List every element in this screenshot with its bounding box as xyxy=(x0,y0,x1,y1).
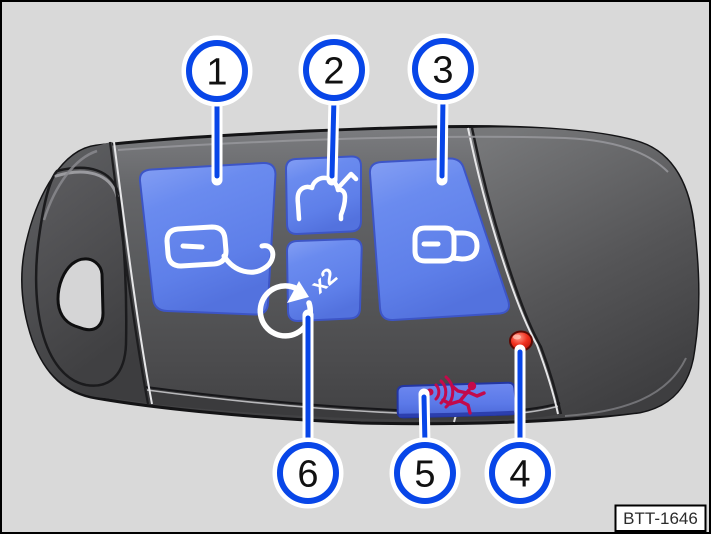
callout-1: 1 xyxy=(181,35,253,107)
callout-2: 2 xyxy=(298,34,370,106)
left-seam-light xyxy=(113,141,153,405)
bottom-right-highlight xyxy=(564,357,687,417)
left-edge-highlight xyxy=(42,149,98,221)
callout-6-number: 6 xyxy=(297,454,318,496)
key-ring-hole xyxy=(56,257,105,332)
tailgate-open-icon xyxy=(295,171,359,222)
callout-lines xyxy=(211,92,526,450)
right-seam-dark xyxy=(470,127,563,415)
leader-line-2 xyxy=(329,95,337,179)
tailgate-release-button xyxy=(284,155,362,236)
figure-id-label: BTT-1646 xyxy=(614,504,707,532)
unlock-button xyxy=(138,161,277,316)
callout-5-number: 5 xyxy=(414,454,435,496)
callout-3: 3 xyxy=(407,33,479,105)
panic-alarm-icon xyxy=(426,375,486,415)
callout-5: 5 xyxy=(389,437,461,509)
unlock-icon xyxy=(164,224,276,275)
callout-3-number: 3 xyxy=(432,50,453,92)
callouts: 1 2 3 6 5 4 xyxy=(181,33,556,509)
callout-1-number: 1 xyxy=(206,52,227,94)
figure-id-text: BTT-1646 xyxy=(623,509,698,528)
top-edge-highlight xyxy=(117,135,669,173)
left-seam-dark xyxy=(108,141,150,405)
right-seam-light xyxy=(467,127,559,415)
recess-highlight xyxy=(54,170,119,198)
callout-4-number: 4 xyxy=(509,454,530,496)
callout-4: 4 xyxy=(484,437,556,509)
lock-icon xyxy=(412,225,480,264)
leader-line-3 xyxy=(439,94,446,179)
callout-6: 6 xyxy=(272,437,344,509)
lock-button xyxy=(368,157,510,322)
leader-line-5 xyxy=(421,394,428,448)
fob-bottom-band xyxy=(146,387,561,421)
running-person-icon xyxy=(441,381,486,415)
callout-2-number: 2 xyxy=(323,51,344,93)
fob-buttons: x2 xyxy=(138,155,510,339)
double-press-button: x2 xyxy=(257,237,363,339)
fob-right-cap xyxy=(471,127,699,417)
